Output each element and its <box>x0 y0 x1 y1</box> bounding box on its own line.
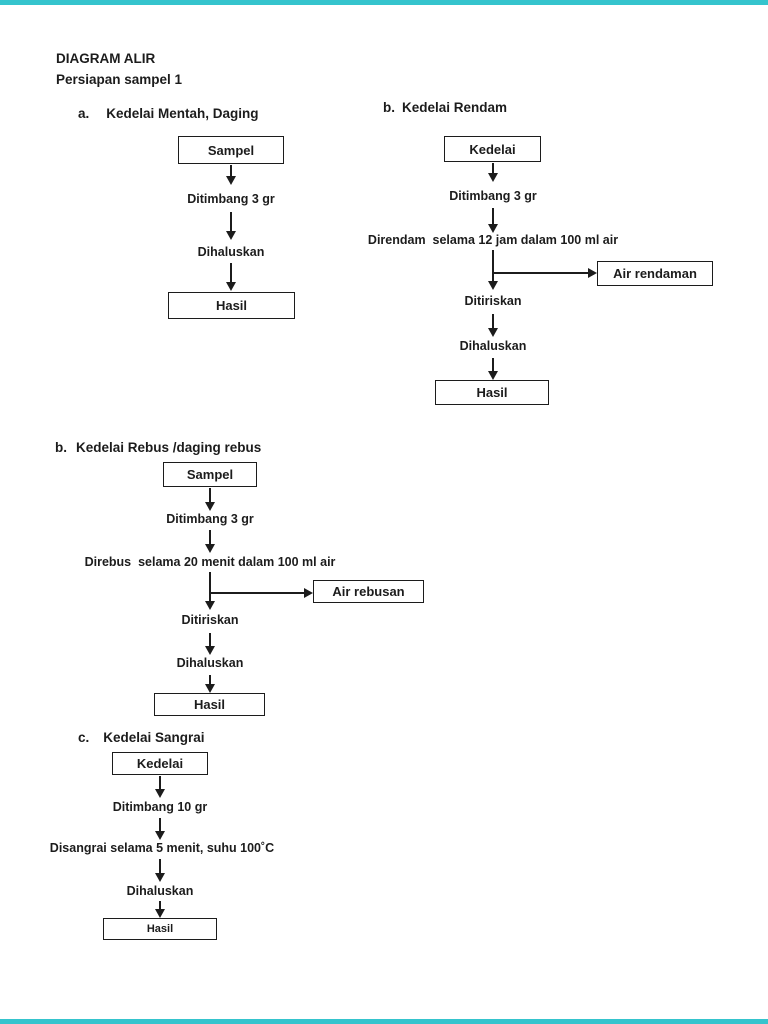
section-b-rendam-title: Kedelai Rendam <box>402 100 508 115</box>
arrow-down-icon <box>155 859 165 882</box>
flow-box-branch-b-rendam: Air rendaman <box>597 261 713 286</box>
flow-step-label: Disangrai selama 5 menit, suhu 100˚C <box>49 841 275 855</box>
arrow-down-icon <box>205 572 215 610</box>
arrow-down-icon <box>226 263 236 291</box>
arrow-right-icon <box>494 268 597 278</box>
flow-box-end-a: Hasil <box>168 292 295 319</box>
section-b-rendam-marker: b. <box>383 100 395 115</box>
flow-step-label: Ditimbang 3 gr <box>166 512 254 526</box>
flow-box-start-b-rendam: Kedelai <box>444 136 541 162</box>
page-subtitle: Persiapan sampel 1 <box>56 72 183 87</box>
section-b-rebus-heading: b. Kedelai Rebus /daging rebus <box>55 440 261 455</box>
arrow-right-icon <box>211 588 313 598</box>
flow-step-label: Direbus selama 20 menit dalam 100 ml air <box>84 555 336 569</box>
arrow-down-icon <box>155 818 165 840</box>
flow-step-label: Ditimbang 10 gr <box>112 800 208 814</box>
arrow-down-icon <box>155 776 165 798</box>
flow-step-label: Direndam selama 12 jam dalam 100 ml air <box>367 233 619 247</box>
section-c-title: Kedelai Sangrai <box>103 730 205 745</box>
flow-box-end-b-rebus: Hasil <box>154 693 265 716</box>
arrow-down-icon <box>205 530 215 553</box>
arrow-down-icon <box>205 633 215 655</box>
arrow-down-icon <box>155 901 165 918</box>
flow-step-label: Dihaluskan <box>176 656 244 670</box>
section-a-title: Kedelai Mentah, Daging <box>106 106 259 121</box>
arrow-down-icon <box>488 314 498 337</box>
arrow-down-icon <box>488 208 498 233</box>
flow-box-start-c: Kedelai <box>112 752 208 775</box>
section-a-heading: a. Kedelai Mentah, Daging <box>78 106 259 121</box>
flow-step-label: Ditiriskan <box>464 294 522 308</box>
section-c-heading: c. Kedelai Sangrai <box>78 730 205 745</box>
flow-box-start-a: Sampel <box>178 136 284 164</box>
arrow-down-icon <box>205 488 215 511</box>
arrow-down-icon <box>226 212 236 240</box>
page-bottom-border <box>0 1019 768 1024</box>
flow-step-label: Ditiriskan <box>181 613 239 627</box>
section-b-rendam-heading: b. Kedelai Rendam <box>383 100 507 115</box>
arrow-down-icon <box>488 250 498 290</box>
page-top-border <box>0 0 768 5</box>
flow-step-label: Dihaluskan <box>126 884 194 898</box>
section-b-rebus-marker: b. <box>55 440 67 455</box>
flow-box-branch-b-rebus: Air rebusan <box>313 580 424 603</box>
arrow-down-icon <box>488 163 498 182</box>
flow-step-label: Ditimbang 3 gr <box>187 192 275 206</box>
flow-step-label: Dihaluskan <box>197 245 265 259</box>
section-c-marker: c. <box>78 730 90 745</box>
section-a-marker: a. <box>78 106 90 121</box>
flow-step-label: Dihaluskan <box>459 339 527 353</box>
arrow-down-icon <box>205 675 215 693</box>
flow-box-start-b-rebus: Sampel <box>163 462 257 487</box>
flow-box-end-b-rendam: Hasil <box>435 380 549 405</box>
flow-box-end-c: Hasil <box>103 918 217 940</box>
flow-step-label: Ditimbang 3 gr <box>449 189 537 203</box>
section-b-rebus-title: Kedelai Rebus /daging rebus <box>76 440 262 455</box>
arrow-down-icon <box>226 165 236 185</box>
page-title: DIAGRAM ALIR <box>56 51 156 66</box>
arrow-down-icon <box>488 358 498 380</box>
